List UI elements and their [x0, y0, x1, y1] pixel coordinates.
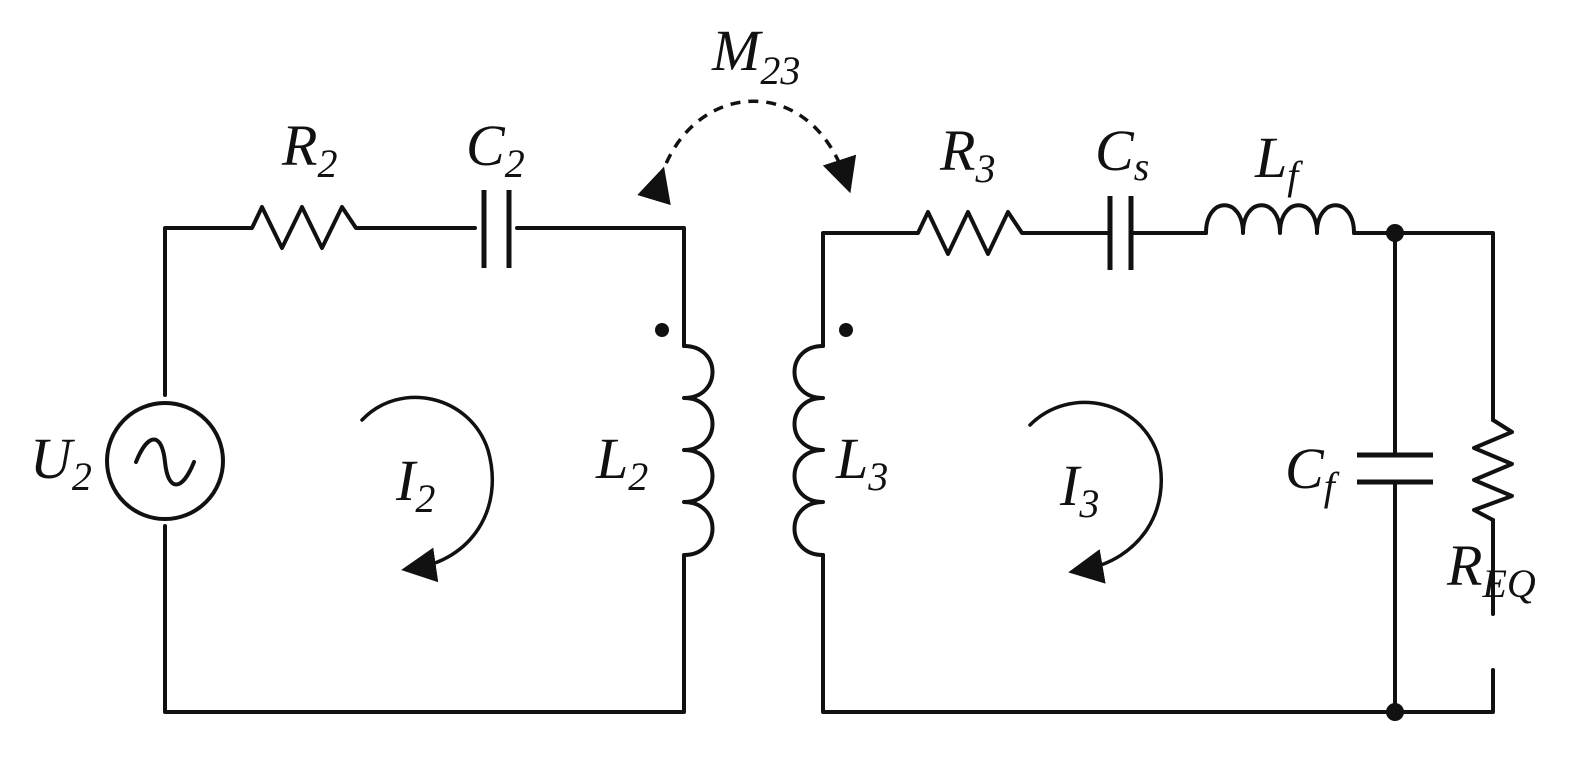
label-r2: R2: [281, 113, 337, 186]
loop-current-i3-arrow: [1028, 400, 1163, 584]
label-c2: C2: [466, 113, 525, 186]
label-cf: Cf: [1285, 436, 1340, 509]
sine-icon: [134, 437, 196, 487]
label-cs: Cs: [1095, 118, 1149, 189]
label-m23: M23: [711, 18, 800, 93]
loop-current-i2-arrow: [360, 395, 494, 583]
secondary-wires: [821, 210, 1495, 714]
label-lf: Lf: [1254, 125, 1303, 198]
inductor-l2: [682, 344, 715, 562]
secondary-circuit: [792, 196, 1514, 721]
label-u2: U2: [30, 426, 92, 499]
resistor-req: [1472, 418, 1514, 522]
junction-bottom: [1386, 703, 1404, 721]
label-req: REQ: [1446, 533, 1536, 606]
label-r3: R3: [939, 118, 995, 191]
inductor-lf: [1204, 203, 1356, 235]
junction-top: [1386, 224, 1404, 242]
label-l2: L2: [595, 426, 648, 499]
polarity-dot-l3: [839, 323, 853, 337]
label-i3: I3: [1059, 453, 1099, 526]
label-l3: L3: [835, 426, 888, 499]
voltage-source-u2: [105, 401, 225, 521]
polarity-dot-l2: [655, 323, 669, 337]
primary-top-wire: [163, 205, 686, 714]
label-i2: I2: [395, 448, 435, 521]
primary-circuit: [105, 190, 715, 714]
mutual-inductance-arrow: [637, 99, 857, 206]
inductor-l3: [792, 344, 825, 557]
